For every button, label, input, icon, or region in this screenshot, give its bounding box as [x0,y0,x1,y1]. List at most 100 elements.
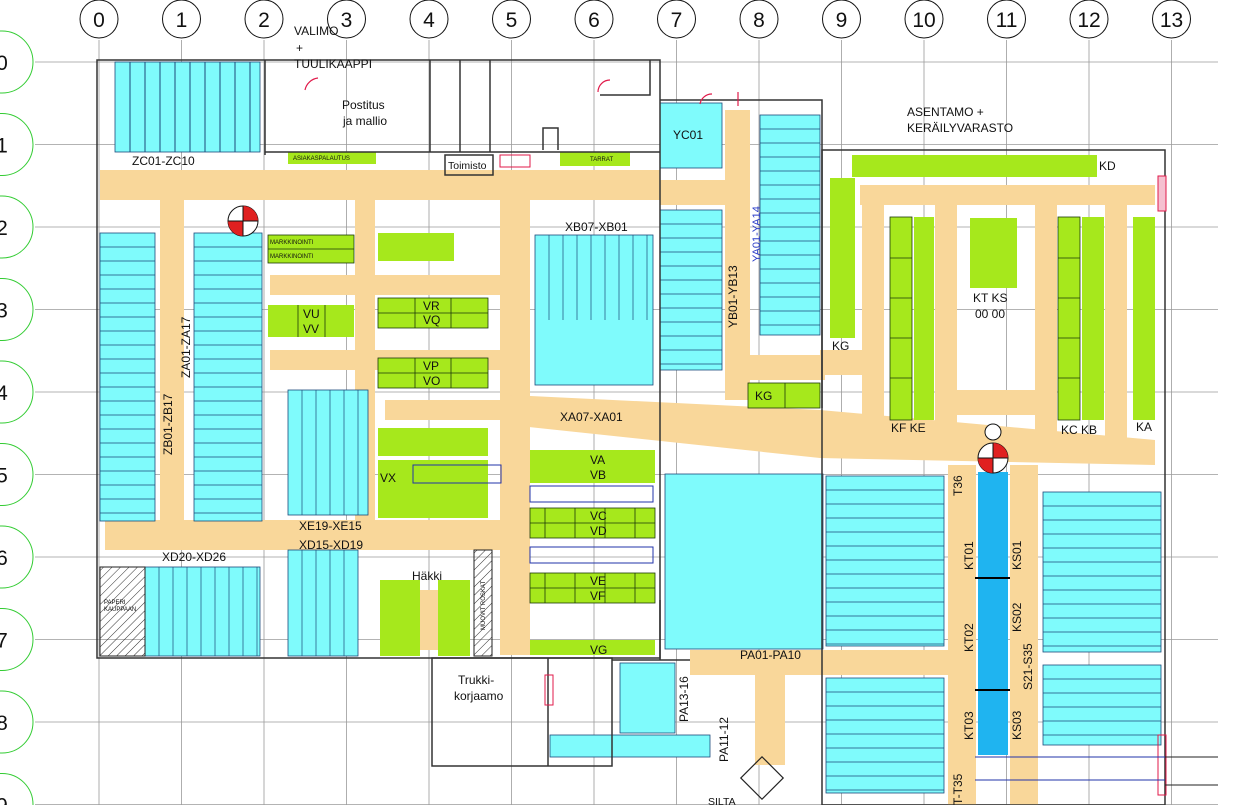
rack-green-r3 [378,233,454,261]
rack-kg-lower [747,382,821,409]
zone-zb: ZB01-ZB17 [161,393,175,455]
column-axis-bubble [327,0,366,39]
zone-vp: VP [423,359,439,373]
zone-ka: KA [1136,420,1152,434]
rack-green-dividers [268,248,1080,603]
aisle-mid-1 [270,275,505,295]
aisle-ks [1010,465,1038,805]
column-axis-bubble [1152,0,1191,39]
rack-ka [1133,217,1155,420]
zone-s21: S21-S35 [1021,643,1035,690]
rack-kb [1082,217,1104,420]
zone-xb: XB07-XB01 [565,220,628,234]
first-aid-marker-icon [977,423,1009,474]
zone-kg-lower: KG [755,389,772,403]
zone-vg: VG [590,643,607,657]
rack-zc [114,61,261,153]
zone-vr: VR [423,299,440,313]
rack-xe [287,389,369,516]
room-kerailyvarasto: KERÄILYVARASTO [907,121,1013,135]
column-axis-label: 9 [836,9,848,32]
door-swing-icon [304,77,1167,796]
zone-t35: T-T35 [951,773,965,805]
room-korjaamo: korjaamo [454,689,504,703]
zone-kt01: KT01 [962,541,976,570]
rack-hakki-2 [438,580,470,656]
aisle-top [100,170,660,200]
zone-kc-kb: KC KB [1061,423,1097,437]
rack-vg [530,640,655,655]
rack-pa11 [549,734,711,758]
row-axis-bubble [0,360,34,424]
rack-east-4 [1042,664,1162,746]
column-axis-bubble [409,0,449,39]
paper-area [99,566,146,657]
column-axis-bubble [574,0,614,39]
zone-vd: VD [590,524,607,538]
room-silta: SILTA [708,796,736,805]
column-axis-label: 13 [1160,9,1183,32]
zone-ya: YA01-YA14 [751,206,763,262]
column-axis-bubble [79,0,119,39]
rack-tarrat [560,152,630,166]
rack-kt-ks [978,472,1008,755]
zone-ks02: KS02 [1010,602,1024,632]
room-postitus: Postitus [342,98,385,112]
zone-xd2026: XD20-XD26 [162,550,226,564]
zone-vv: VV [303,322,319,336]
aisle-ya [725,110,750,400]
row-axis-bubble [0,608,34,671]
rack-kg-upper [830,178,855,338]
rack-za [193,232,263,522]
aisle-pa [690,650,950,675]
zone-kf-ke: KF KE [891,421,926,435]
zone-ks03: KS03 [1010,710,1024,740]
aisle-kg [820,350,865,375]
rack-ya [759,114,821,336]
zone-za: ZA01-ZA17 [179,316,193,378]
row-axis-label: 7 [0,630,8,653]
column-axis-label: 12 [1077,9,1100,32]
zone-kt-ks: KT KS [973,291,1007,305]
room-hakki: Häkki [412,569,442,583]
column-axis-label: 7 [671,9,683,32]
rack-yb [659,209,723,371]
aisle-asentamo-top [860,185,1155,205]
room-valimo: VALIMO [294,24,338,38]
column-axis-label: 3 [341,9,353,32]
column-axis-bubble [162,0,201,39]
zone-yb: YB01-YB13 [726,265,740,328]
zone-ks01: KS01 [1010,540,1024,570]
zone-vf: VF [590,589,605,603]
row-axis-label: 4 [0,382,8,405]
column-axis-bubble [1069,0,1109,39]
zone-xd1519: XD15-XD19 [299,538,363,552]
column-axis-label: 5 [506,9,518,32]
aisle-lower-left [105,520,505,550]
row-axis-bubble [0,30,34,94]
column-axis-bubble [657,0,696,39]
first-aid-marker-icon [227,205,259,237]
rack-east-2 [1042,491,1162,653]
pallet-outline-1 [529,485,654,503]
zone-yc01: YC01 [673,128,703,142]
rack-xd2026 [144,566,261,657]
zone-vb: VB [590,468,606,482]
row-axis-bubble [0,443,34,506]
zone-vo: VO [423,374,440,388]
zone-xa: XA07-XA01 [560,410,623,424]
aisle-hakki [418,590,438,650]
room-toimisto: Toimisto [448,160,487,172]
rack-east-1 [825,475,945,647]
row-axis-bubble [0,113,34,176]
column-axis-bubble [244,0,284,39]
room-labels: VALIMO + TUULIKAAPPI Postitus ja mallio … [294,24,1013,805]
room-asentamo: ASENTAMO + [907,105,984,119]
rack-va-vb [530,450,655,483]
label-markkinointi-2: MARKKINOINTI [270,254,314,260]
rack-xb [534,234,654,386]
rack-xd1519 [287,549,359,657]
zone-kt-ks-num: 00 00 [975,307,1005,321]
row-axis-bubble [0,278,34,341]
